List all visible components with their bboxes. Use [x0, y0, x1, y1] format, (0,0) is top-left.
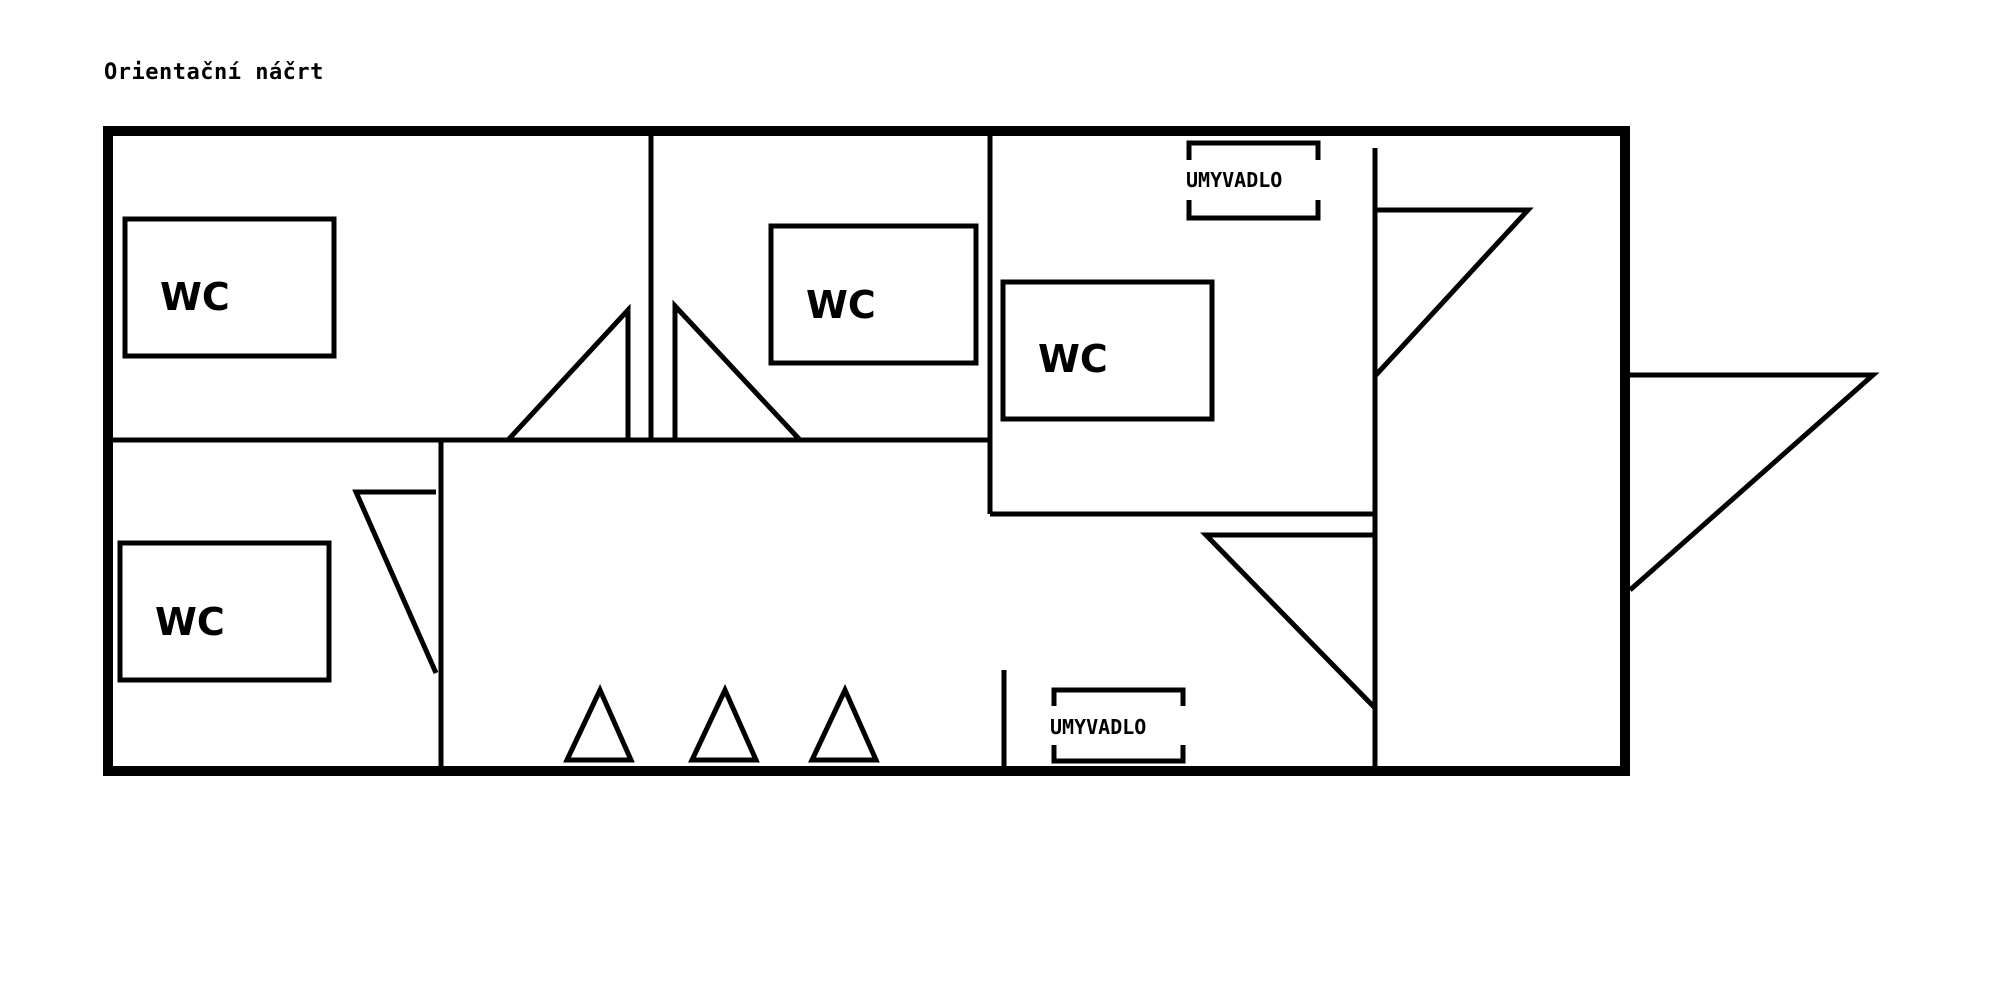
wc-fixtures	[117, 216, 1215, 683]
wc-box-4	[117, 540, 332, 683]
sink-1-bracket-bottom	[1186, 200, 1321, 221]
wc-box-1	[122, 216, 337, 359]
wc-box-2	[768, 223, 979, 366]
sink-label-2: UMYVADLO	[1050, 715, 1146, 739]
wc-box-3	[1000, 279, 1215, 422]
urinals	[563, 683, 880, 763]
sink-brackets	[1051, 140, 1321, 764]
urinal-2	[688, 683, 760, 763]
building-outline	[103, 126, 1630, 776]
door-swing-entrance	[1628, 372, 1880, 592]
sink-1-bracket-top	[1186, 140, 1321, 160]
interior-walls	[108, 131, 1378, 771]
door-swings	[352, 207, 1880, 710]
door-swing-lower-cabin	[352, 489, 439, 675]
sketch-caption: Orientační náčrt	[104, 60, 324, 85]
sink-2-bracket-top	[1051, 687, 1186, 706]
wc-label-2: WC	[806, 283, 876, 327]
wc-label-3: WC	[1038, 337, 1108, 381]
wc-label-1: WC	[160, 275, 230, 319]
wc-label-4: WC	[155, 600, 225, 644]
urinal-3	[808, 683, 880, 763]
sink-2-bracket-bottom	[1051, 745, 1186, 764]
door-swing-washroom-upper	[1373, 207, 1534, 378]
door-swing-cabin-1	[506, 303, 631, 442]
door-swing-washroom-lower	[1200, 532, 1377, 710]
urinal-1	[563, 683, 635, 763]
sink-label-1: UMYVADLO	[1186, 168, 1282, 192]
door-swing-cabin-2	[672, 299, 802, 442]
